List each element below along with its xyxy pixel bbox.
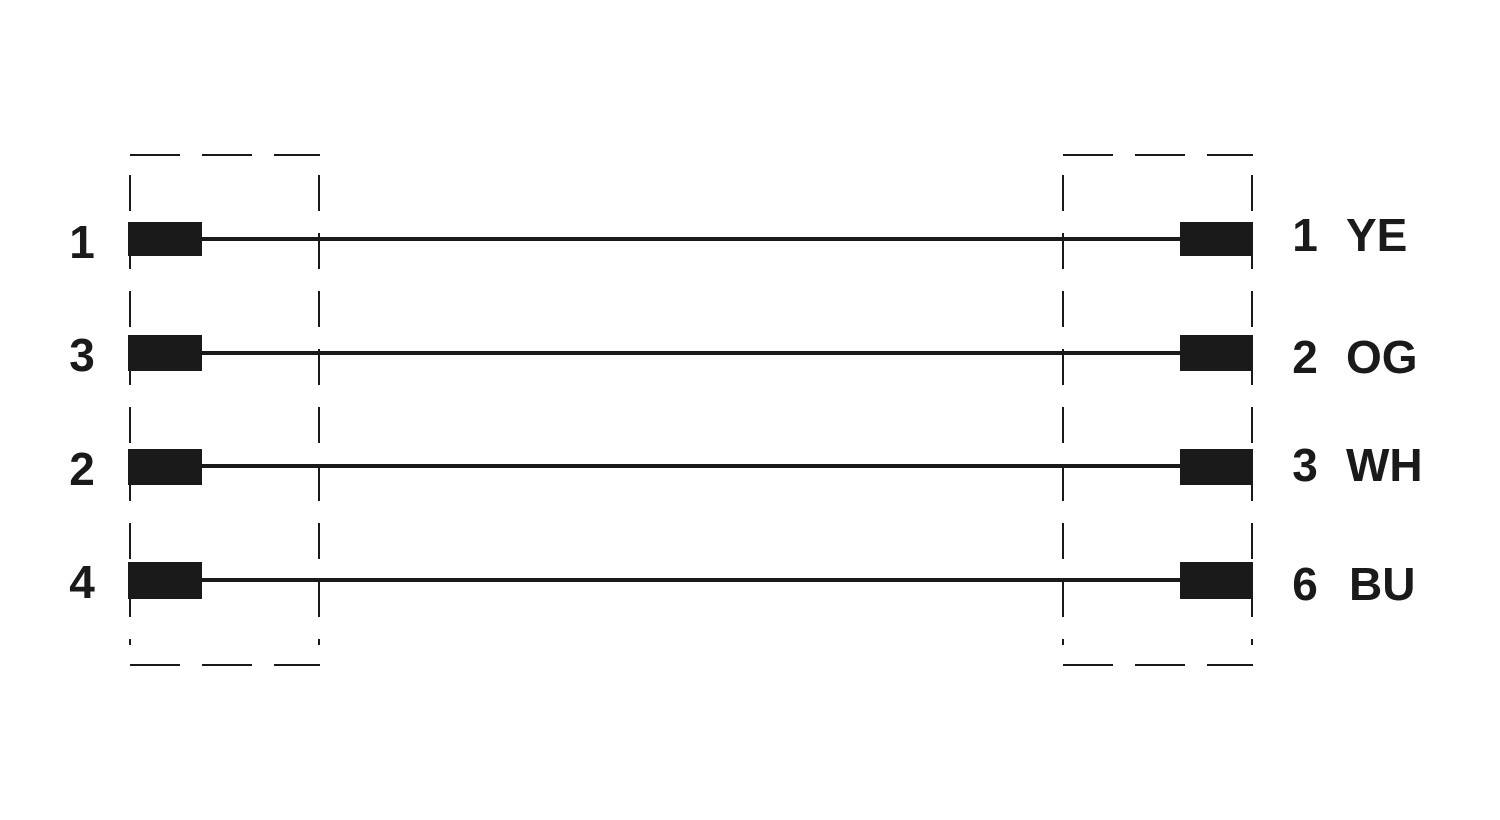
- right-pin-number: 2: [1292, 331, 1318, 383]
- connection-row: 3 2 OG: [69, 329, 1417, 383]
- right-contact: [1180, 449, 1253, 485]
- left-pin-number: 2: [69, 443, 95, 495]
- wire-color-code: BU: [1349, 558, 1415, 610]
- left-contact: [128, 562, 202, 599]
- left-pin-number: 4: [69, 556, 95, 608]
- right-contact: [1180, 222, 1253, 256]
- right-contact: [1180, 562, 1253, 599]
- connection-row: 4 6 BU: [69, 556, 1415, 610]
- left-contact: [128, 449, 202, 485]
- right-pin-number: 6: [1292, 558, 1318, 610]
- wire-color-code: WH: [1346, 439, 1423, 491]
- left-pin-number: 1: [69, 216, 95, 268]
- left-contact: [128, 222, 202, 256]
- wire-color-code: YE: [1346, 209, 1407, 261]
- wire-color-code: OG: [1346, 331, 1418, 383]
- right-contact: [1180, 335, 1253, 371]
- right-pin-number: 1: [1292, 209, 1318, 261]
- connection-row: 2 3 WH: [69, 439, 1422, 495]
- left-contact: [128, 335, 202, 371]
- right-pin-number: 3: [1292, 439, 1318, 491]
- connection-row: 1 1 YE: [69, 209, 1407, 268]
- left-pin-number: 3: [69, 329, 95, 381]
